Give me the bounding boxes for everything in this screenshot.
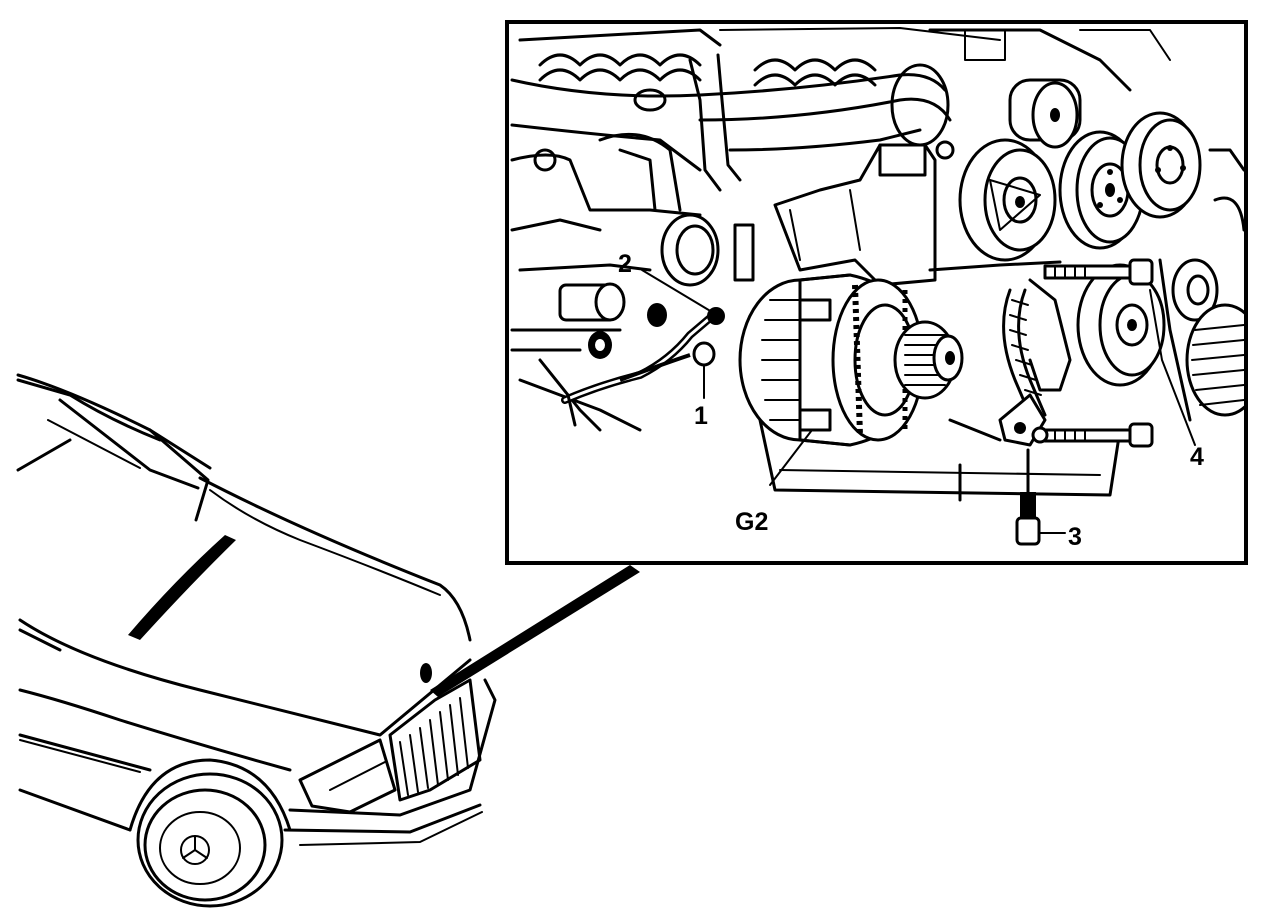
small-pulley [1171,258,1219,322]
idler-pulley-top [1008,78,1082,149]
label-3: 3 [1068,523,1082,551]
car-illustration [16,373,640,908]
bolt-3 [1015,448,1041,546]
tensioner-pulley [958,138,1057,262]
alternator-g2 [738,273,964,447]
detail-inset: 2 1 G2 3 4 [505,20,1248,565]
grille [388,663,482,802]
alternator-bracket [998,258,1154,546]
water-pump-housing [773,140,1062,287]
intake-manifold [518,27,1171,92]
label-4: 4 [1190,443,1204,471]
long-bolt-upper [1043,258,1154,286]
ac-compressor-pulley [1120,111,1202,219]
cable-harness [561,307,725,427]
pulley-system [958,78,1244,422]
hood-stripe [128,535,236,640]
label-2: 2 [618,250,632,278]
engine-block [510,148,755,432]
oil-pan [758,418,1122,502]
callout-leaders [641,269,1196,534]
hood-star-emblem [420,663,432,683]
terminal-nut-1 [692,341,716,367]
sensor-plug [558,282,667,359]
crankshaft-damper [1185,303,1244,417]
leader-line [430,565,640,697]
long-bolt-lower [1031,422,1154,448]
coolant-hoses [510,53,952,212]
front-wheel [136,772,284,908]
label-1: 1 [694,402,708,430]
headlight [298,738,397,814]
idler-pulley-lower [1076,263,1166,387]
label-g2: G2 [735,508,768,536]
